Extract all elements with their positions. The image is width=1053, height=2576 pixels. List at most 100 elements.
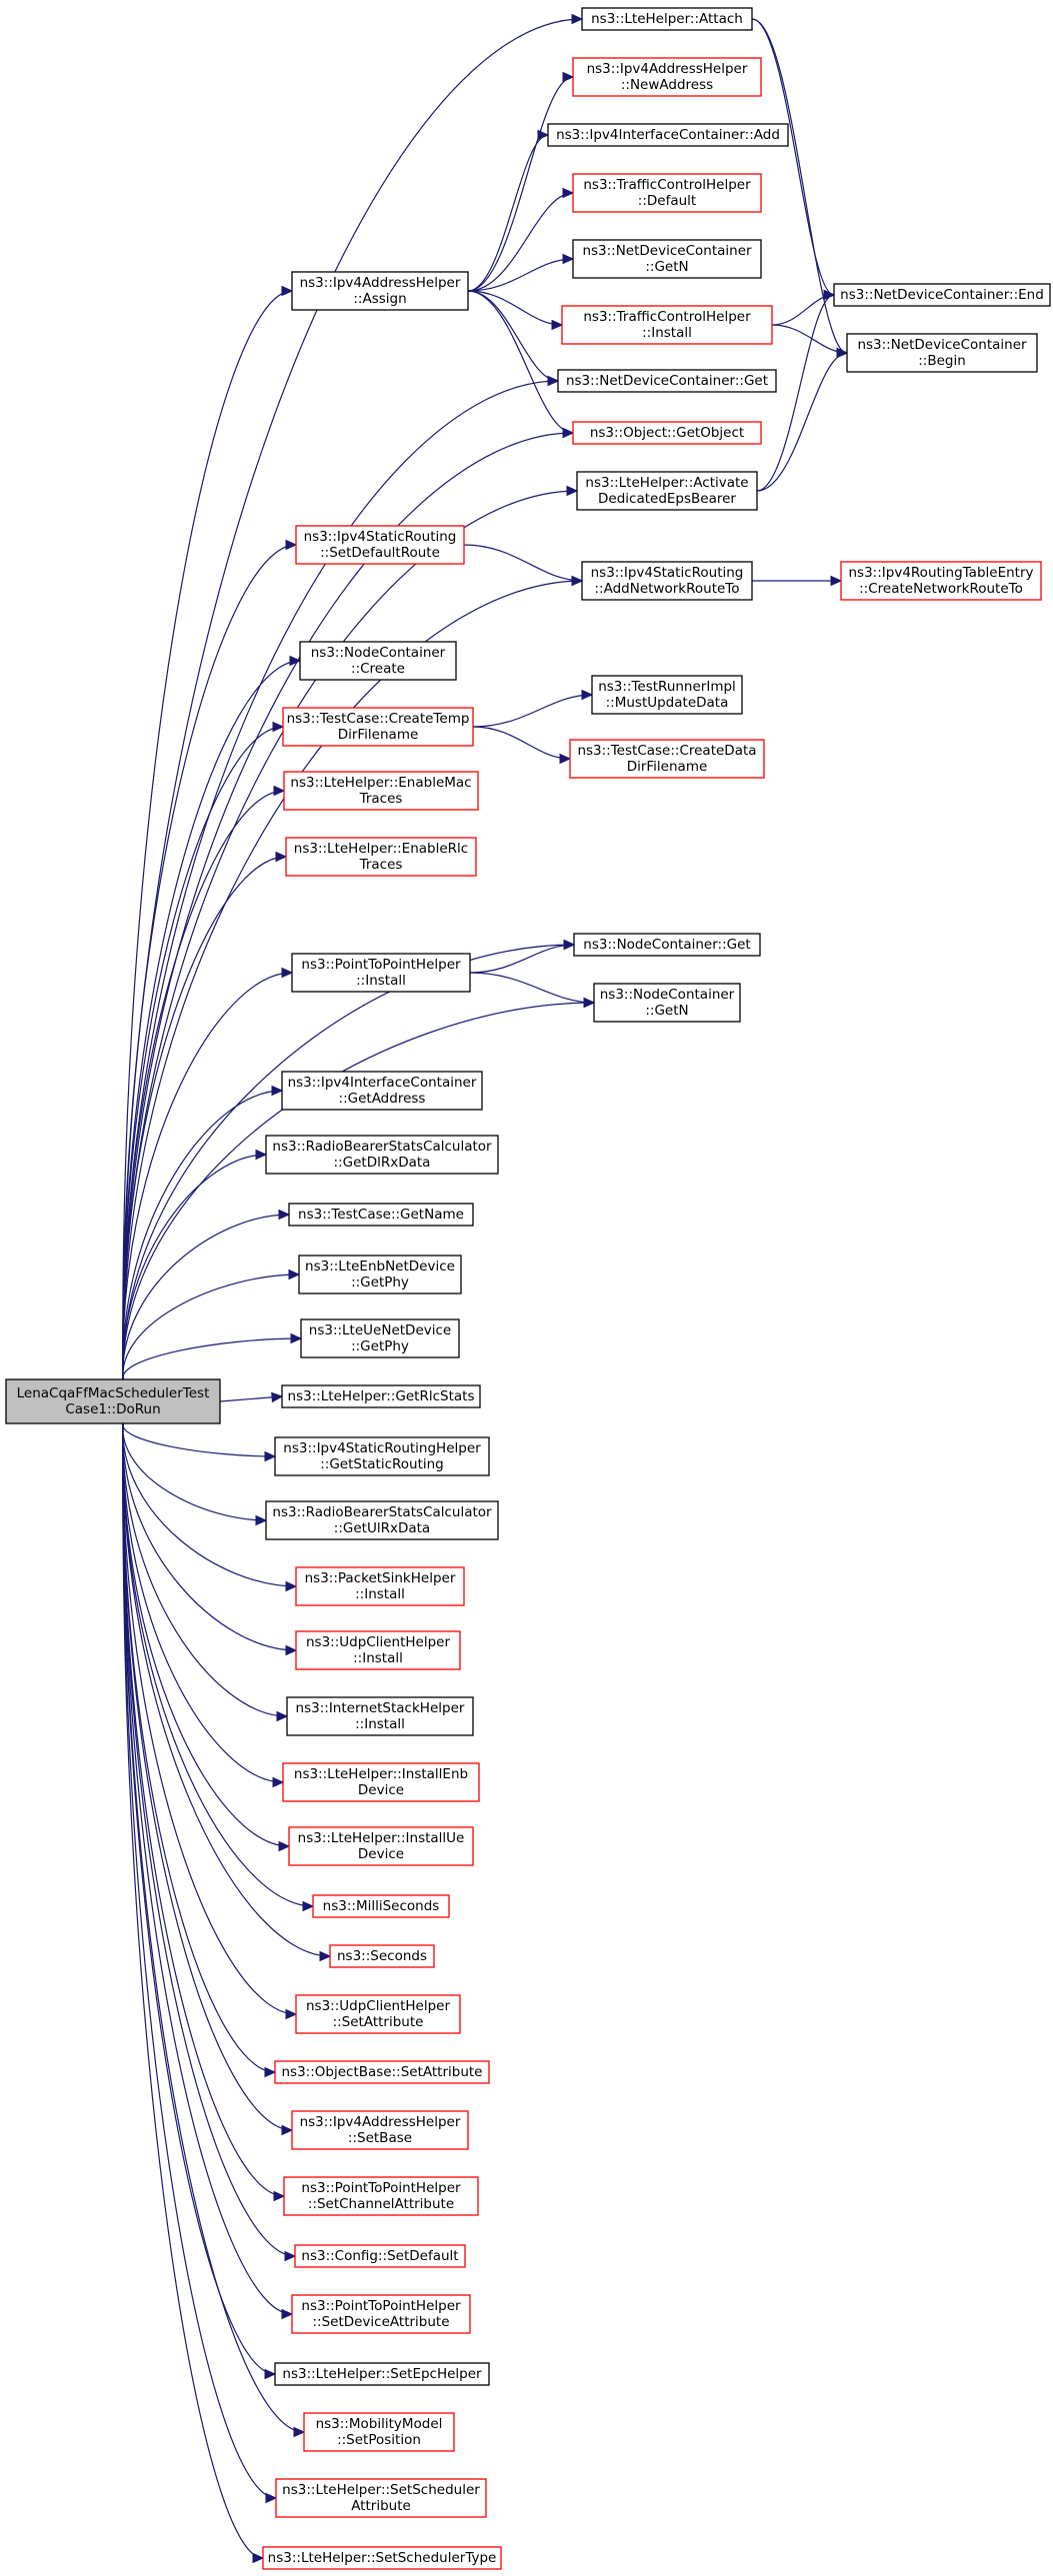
node-label: ns3::Ipv4StaticRouting bbox=[591, 565, 744, 581]
node-label: ns3::PacketSinkHelper bbox=[305, 1570, 456, 1586]
node-box bbox=[274, 1436, 490, 1476]
edge-line bbox=[469, 944, 575, 974]
node-ndc-begin[interactable]: ns3::NetDeviceContainer::Begin bbox=[846, 333, 1038, 373]
node-ndc-getn[interactable]: ns3::NetDeviceContainer::GetN bbox=[572, 239, 762, 279]
node-ob-setattr[interactable]: ns3::ObjectBase::SetAttribute bbox=[274, 2060, 490, 2084]
node-ndc-get[interactable]: ns3::NetDeviceContainer::Get bbox=[557, 369, 777, 393]
edge-line bbox=[122, 660, 301, 1380]
node-nc-getn[interactable]: ns3::NodeContainer::GetN bbox=[593, 983, 741, 1023]
node-isr-addnetwork[interactable]: ns3::Ipv4StaticRouting::AddNetworkRouteT… bbox=[581, 561, 753, 601]
node-label: ::Install bbox=[355, 1716, 405, 1732]
edge-arrowhead bbox=[276, 1710, 289, 1722]
node-label: ns3::MilliSeconds bbox=[323, 1898, 440, 1914]
node-ue-getphy[interactable]: ns3::LteUeNetDevice::GetPhy bbox=[300, 1318, 460, 1358]
edge-line bbox=[122, 1337, 302, 1380]
node-ipv4ic-getaddress[interactable]: ns3::Ipv4InterfaceContainer::GetAddress bbox=[281, 1071, 483, 1111]
node-isr-setdefault[interactable]: ns3::Ipv4StaticRouting::SetDefaultRoute bbox=[295, 525, 465, 565]
node-milliseconds[interactable]: ns3::MilliSeconds bbox=[312, 1894, 450, 1918]
edge-line bbox=[467, 192, 574, 292]
node-label: ns3::Ipv4InterfaceContainer::Add bbox=[556, 127, 780, 143]
edge-arrowhead bbox=[285, 1644, 298, 1656]
node-lte-attach[interactable]: ns3::LteHelper::Attach bbox=[581, 7, 753, 31]
node-label: ns3::MobilityModel bbox=[316, 2416, 443, 2432]
edge-arrowhead bbox=[285, 2008, 298, 2020]
node-box bbox=[295, 525, 465, 565]
node-seconds[interactable]: ns3::Seconds bbox=[329, 1944, 435, 1968]
node-nc-create[interactable]: ns3::NodeContainer::Create bbox=[299, 641, 457, 681]
node-lte-getrlcstats[interactable]: ns3::LteHelper::GetRlcStats bbox=[281, 1384, 481, 1408]
node-ipv4ic-add[interactable]: ns3::Ipv4InterfaceContainer::Add bbox=[547, 123, 789, 147]
node-box bbox=[291, 2110, 469, 2150]
edge-ipv4-assign-to-ipv4-newaddress bbox=[467, 71, 575, 292]
edge-arrowhead bbox=[302, 1900, 315, 1912]
edge-arrowhead bbox=[551, 319, 564, 331]
edge-ipv4-assign-to-tch-install bbox=[467, 290, 564, 331]
node-uch-setattr[interactable]: ns3::UdpClientHelper::SetAttribute bbox=[295, 1994, 461, 2034]
node-label: ns3::Ipv4RoutingTableEntry bbox=[849, 565, 1034, 581]
edge-arrowhead bbox=[281, 967, 294, 979]
node-ipv4-setbase[interactable]: ns3::Ipv4AddressHelper::SetBase bbox=[291, 2110, 469, 2150]
node-label: ::Install bbox=[353, 1650, 403, 1666]
edge-arrowhead bbox=[537, 129, 550, 141]
node-ipv4-newaddress[interactable]: ns3::Ipv4AddressHelper::NewAddress bbox=[572, 57, 762, 97]
node-box bbox=[572, 173, 762, 213]
node-isrh-getstatic[interactable]: ns3::Ipv4StaticRoutingHelper::GetStaticR… bbox=[274, 1436, 490, 1476]
node-label: ::GetN bbox=[645, 1003, 688, 1019]
node-box bbox=[5, 1378, 221, 1424]
node-config-setdefault[interactable]: ns3::Config::SetDefault bbox=[294, 2244, 466, 2268]
node-p2p-install[interactable]: ns3::PointToPointHelper::Install bbox=[291, 953, 471, 993]
node-label: ::Default bbox=[638, 193, 696, 209]
node-tri-mustupdate[interactable]: ns3::TestRunnerImpl::MustUpdateData bbox=[591, 675, 743, 715]
node-uch-install[interactable]: ns3::UdpClientHelper::Install bbox=[295, 1630, 461, 1670]
node-box bbox=[299, 641, 457, 681]
edge-line bbox=[122, 290, 293, 1380]
node-rbsc-getdlrx[interactable]: ns3::RadioBearerStatsCalculator::GetDlRx… bbox=[265, 1135, 499, 1175]
node-lte-activate[interactable]: ns3::LteHelper::ActivateDedicatedEpsBear… bbox=[576, 471, 758, 511]
edge-root-to-isr-setdefault bbox=[122, 539, 298, 1380]
edge-arrowhead bbox=[252, 2552, 265, 2564]
node-label: ::CreateNetworkRouteTo bbox=[859, 581, 1023, 597]
node-lte-setepc[interactable]: ns3::LteHelper::SetEpcHelper bbox=[274, 2362, 490, 2386]
node-enb-getphy[interactable]: ns3::LteEnbNetDevice::GetPhy bbox=[298, 1255, 462, 1294]
node-box bbox=[291, 2294, 471, 2334]
node-ipv4-assign[interactable]: ns3::Ipv4AddressHelper::Assign bbox=[291, 271, 469, 311]
edge-line bbox=[122, 1422, 293, 2131]
node-obj-getobject[interactable]: ns3::Object::GetObject bbox=[572, 421, 762, 445]
node-irte-create[interactable]: ns3::Ipv4RoutingTableEntry::CreateNetwor… bbox=[840, 561, 1042, 601]
node-label: ns3::TestRunnerImpl bbox=[598, 679, 736, 695]
node-tc-getname[interactable]: ns3::TestCase::GetName bbox=[288, 1203, 474, 1227]
node-ish-install[interactable]: ns3::InternetStackHelper::Install bbox=[286, 1696, 474, 1736]
node-lte-setschedtype[interactable]: ns3::LteHelper::SetSchedulerType bbox=[262, 2546, 502, 2570]
node-rbsc-getulrx[interactable]: ns3::RadioBearerStatsCalculator::GetUlRx… bbox=[265, 1500, 499, 1540]
node-psh-install[interactable]: ns3::PacketSinkHelper::Install bbox=[295, 1566, 465, 1606]
node-label: ns3::Ipv4AddressHelper bbox=[587, 61, 748, 77]
node-label: ::GetPhy bbox=[351, 1275, 409, 1290]
node-label: ns3::Seconds bbox=[337, 1948, 427, 1964]
edge-arrowhead bbox=[571, 13, 584, 25]
node-ndc-end[interactable]: ns3::NetDeviceContainer::End bbox=[833, 283, 1051, 307]
edge-arrowhead bbox=[836, 347, 849, 359]
node-box bbox=[283, 2176, 479, 2216]
edge-root-to-lte-enablerlc bbox=[122, 851, 288, 1380]
node-tch-default[interactable]: ns3::TrafficControlHelper::Default bbox=[572, 173, 762, 213]
node-mm-setposition[interactable]: ns3::MobilityModel::SetPosition bbox=[303, 2412, 455, 2452]
node-label: ns3::TrafficControlHelper bbox=[583, 309, 751, 325]
edge-arrowhead bbox=[547, 375, 560, 387]
node-box bbox=[295, 1994, 461, 2034]
edge-arrowhead bbox=[562, 187, 575, 199]
edge-arrowhead bbox=[566, 485, 579, 497]
node-tch-install[interactable]: ns3::TrafficControlHelper::Install bbox=[561, 305, 773, 345]
edge-tc-createtemp-to-tri-mustupdate bbox=[472, 689, 594, 728]
node-nc-get[interactable]: ns3::NodeContainer::Get bbox=[573, 933, 761, 957]
edge-line bbox=[756, 352, 848, 492]
node-p2p-setchannel[interactable]: ns3::PointToPointHelper::SetChannelAttri… bbox=[283, 2176, 479, 2216]
node-p2p-setdevice[interactable]: ns3::PointToPointHelper::SetDeviceAttrib… bbox=[291, 2294, 471, 2334]
node-box bbox=[329, 1944, 435, 1968]
